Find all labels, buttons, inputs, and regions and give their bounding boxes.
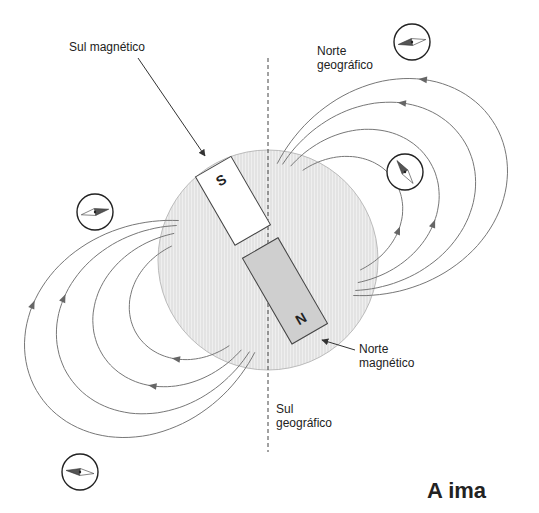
pole-label: Norte geográfico (316, 44, 390, 72)
pole-label: Norte magnético (358, 342, 432, 370)
field-arrow (59, 294, 65, 303)
compass (62, 454, 98, 490)
compasses (62, 24, 430, 490)
field-line (56, 226, 249, 414)
field-arrow (28, 301, 34, 310)
earth-globe (158, 150, 378, 370)
field-line (93, 233, 242, 386)
field-line (129, 246, 229, 360)
field-arrow (172, 356, 181, 363)
field-lines (25, 77, 508, 438)
pole-letter: N (293, 310, 309, 327)
field-arrow (429, 220, 435, 229)
leader-line (322, 340, 355, 350)
compass (387, 154, 423, 190)
field-line (277, 79, 507, 296)
field-line (25, 220, 255, 437)
field-line (291, 129, 440, 282)
field-arrow (419, 77, 428, 84)
leader-line (138, 58, 205, 156)
field-arrow (394, 226, 400, 235)
pole-label: Sul magnético (68, 40, 146, 54)
pole-letter: S (213, 172, 228, 189)
compass (394, 24, 430, 60)
pole-label: Sul geográfico (275, 402, 349, 430)
compass (77, 194, 113, 230)
field-arrow (398, 100, 407, 107)
field-arrow (148, 383, 157, 390)
field-line (283, 102, 476, 290)
heading-fragment: A ima (426, 478, 487, 504)
